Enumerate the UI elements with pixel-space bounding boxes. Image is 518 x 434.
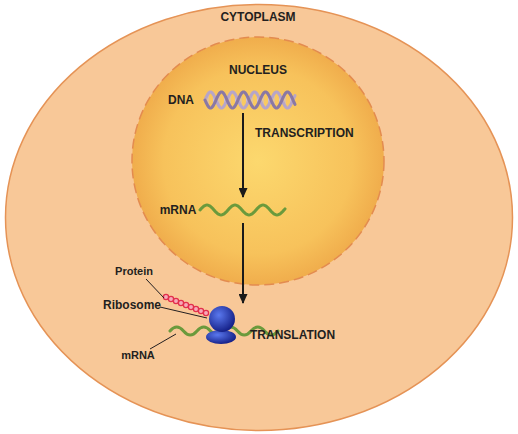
nuclear-envelope — [132, 37, 384, 285]
node-label: Ribosome — [103, 299, 161, 311]
node-label: CYTOPLASM — [220, 11, 295, 23]
process-arrow — [242, 113, 244, 197]
part-label: Protein — [115, 266, 153, 277]
mrna-molecule: mRNA — [156, 198, 288, 222]
dna-molecule: DNA — [160, 88, 300, 112]
cell: CYTOPLASM NUCLEUS DNA mRNA Ribosome — [4, 3, 514, 432]
process-label: TRANSCRIPTION — [255, 127, 354, 139]
node-label: mRNA — [160, 204, 197, 216]
dna-backbone — [205, 92, 295, 108]
process-arrow — [242, 223, 244, 303]
amino-acid-bead — [203, 310, 208, 315]
node-label: DNA — [168, 94, 194, 106]
nucleus: NUCLEUS DNA mRNA — [131, 36, 385, 286]
process-label: TRANSLATION — [250, 329, 335, 341]
node-label: NUCLEUS — [229, 64, 287, 76]
ribosome: Ribosome — [202, 304, 246, 346]
cell-membrane — [6, 5, 513, 431]
mrna-strand — [200, 205, 285, 215]
node-shape — [202, 304, 246, 346]
dna-backbone — [205, 92, 295, 108]
large-subunit — [209, 306, 235, 332]
part-label: mRNA — [121, 350, 155, 361]
small-subunit — [206, 330, 236, 344]
